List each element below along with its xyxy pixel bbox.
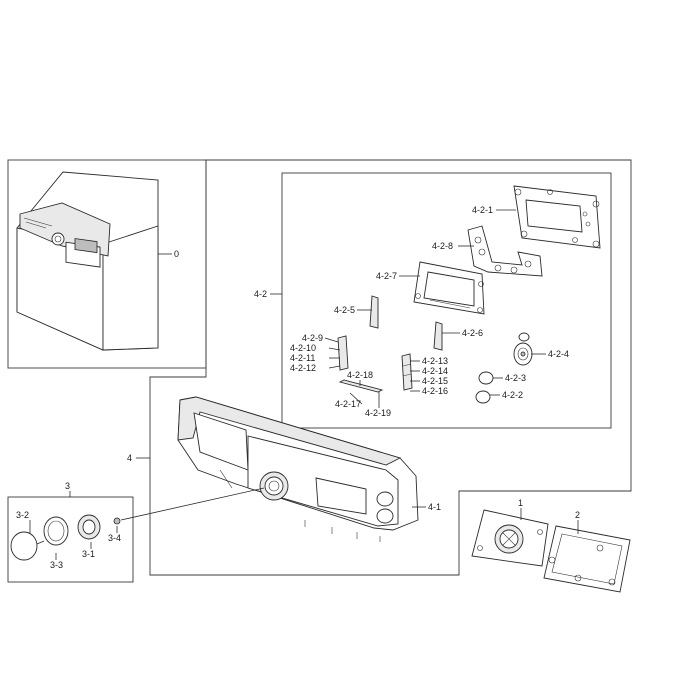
button-bar-4-2-18-part [338,379,384,393]
frame-3 [7,496,134,583]
label-4-2-18: 4-2-18 [347,370,373,380]
frame-4 [149,159,632,576]
knob-assembly-3-part [10,487,265,561]
label-4-2-10: 4-2-10 [290,343,316,353]
button-group-4-2-9-part [337,335,349,371]
label-4-2-4: 4-2-4 [548,349,569,359]
label-4-2-1: 4-2-1 [472,205,493,215]
label-4-2-5: 4-2-5 [334,305,355,315]
button-4-2-5-part [369,295,379,329]
button-group-4-2-13-part [401,353,413,391]
label-4-2-12: 4-2-12 [290,363,316,373]
label-4-2: 4-2 [254,289,267,299]
label-3-4: 3-4 [108,533,121,543]
display-housing-4-2-7-part [413,261,485,315]
label-4-2-13: 4-2-13 [422,356,448,366]
label-4-2-15: 4-2-15 [422,376,448,386]
pcb-frame-4-2-1-part [513,185,601,249]
label-4-2-8: 4-2-8 [432,241,453,251]
label-0: 0 [174,249,179,259]
label-4-2-17: 4-2-17 [335,399,361,409]
cap-4-2-2-part [475,390,491,404]
label-4: 4 [127,453,132,463]
label-3-3: 3-3 [50,560,63,570]
label-3: 3 [65,481,70,491]
label-3-2: 3-2 [16,510,29,520]
leader-lines [29,209,579,560]
label-4-2-2: 4-2-2 [502,390,523,400]
label-4-1: 4-1 [428,502,441,512]
main-pcb-2-part [543,525,631,593]
frame-4-2 [281,172,612,429]
label-4-2-7: 4-2-7 [376,271,397,281]
label-4-2-6: 4-2-6 [462,328,483,338]
label-2: 2 [575,510,580,520]
label-1: 1 [518,498,523,508]
label-4-2-11: 4-2-11 [290,353,315,363]
label-4-2-19: 4-2-19 [365,408,391,418]
label-4-2-9: 4-2-9 [302,333,323,343]
cap-4-2-3-part [478,371,494,385]
label-4-2-16: 4-2-16 [422,386,448,396]
dial-pcb-1-part [471,509,549,567]
washer-assembly-part [16,171,159,351]
control-panel-fascia-part [177,396,419,542]
label-4-2-14: 4-2-14 [422,366,448,376]
button-4-2-6-part [433,321,443,351]
label-4-2-3: 4-2-3 [505,373,526,383]
encoder-4-2-4-part [513,332,533,366]
button-strip-4-2-8-part [467,225,543,277]
label-3-1: 3-1 [82,549,95,559]
